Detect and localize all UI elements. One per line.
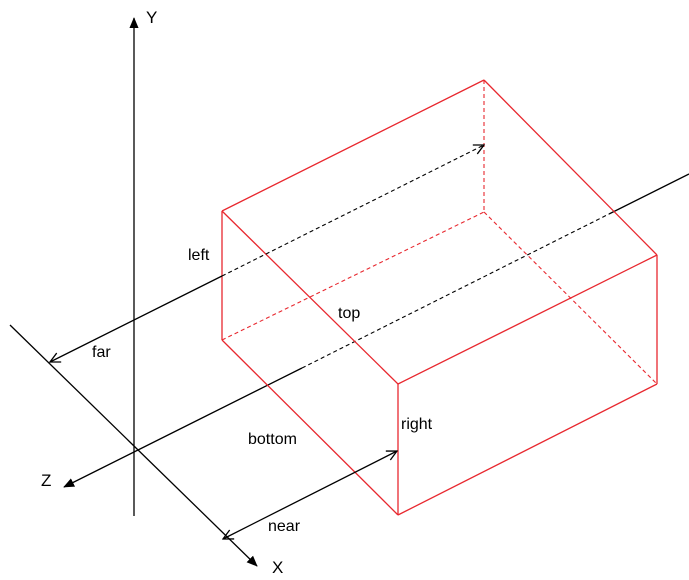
box-edge [221, 210, 399, 385]
box-edge [397, 254, 658, 385]
box-edge [483, 79, 658, 256]
label-top: top [338, 305, 360, 322]
coordinate-axes [9, 17, 258, 567]
x-axis [9, 324, 258, 567]
axis-label-z: Z [41, 471, 51, 490]
box-edge [221, 79, 485, 212]
axis-label-x: X [272, 558, 283, 577]
label-left: left [188, 247, 210, 264]
sight-line-back-segment [608, 173, 689, 215]
label-near: near [268, 518, 301, 535]
sight-line-front-segment [133, 367, 303, 453]
view-volume-box [221, 79, 658, 516]
far-dimension [50, 145, 484, 362]
box-hidden-edge [483, 211, 658, 385]
far-arrow-visible [50, 275, 223, 362]
axis-label-y: Y [146, 8, 157, 27]
box-edge [221, 339, 399, 516]
view-direction-line [133, 173, 689, 453]
label-right: right [401, 416, 433, 433]
label-far: far [92, 344, 111, 361]
label-bottom: bottom [248, 431, 297, 448]
far-arrow-hidden [221, 145, 484, 277]
z-axis [63, 451, 135, 488]
near-dimension-arrow [223, 451, 397, 539]
sight-line-hidden-segment [301, 213, 610, 369]
box-edge [397, 383, 658, 516]
